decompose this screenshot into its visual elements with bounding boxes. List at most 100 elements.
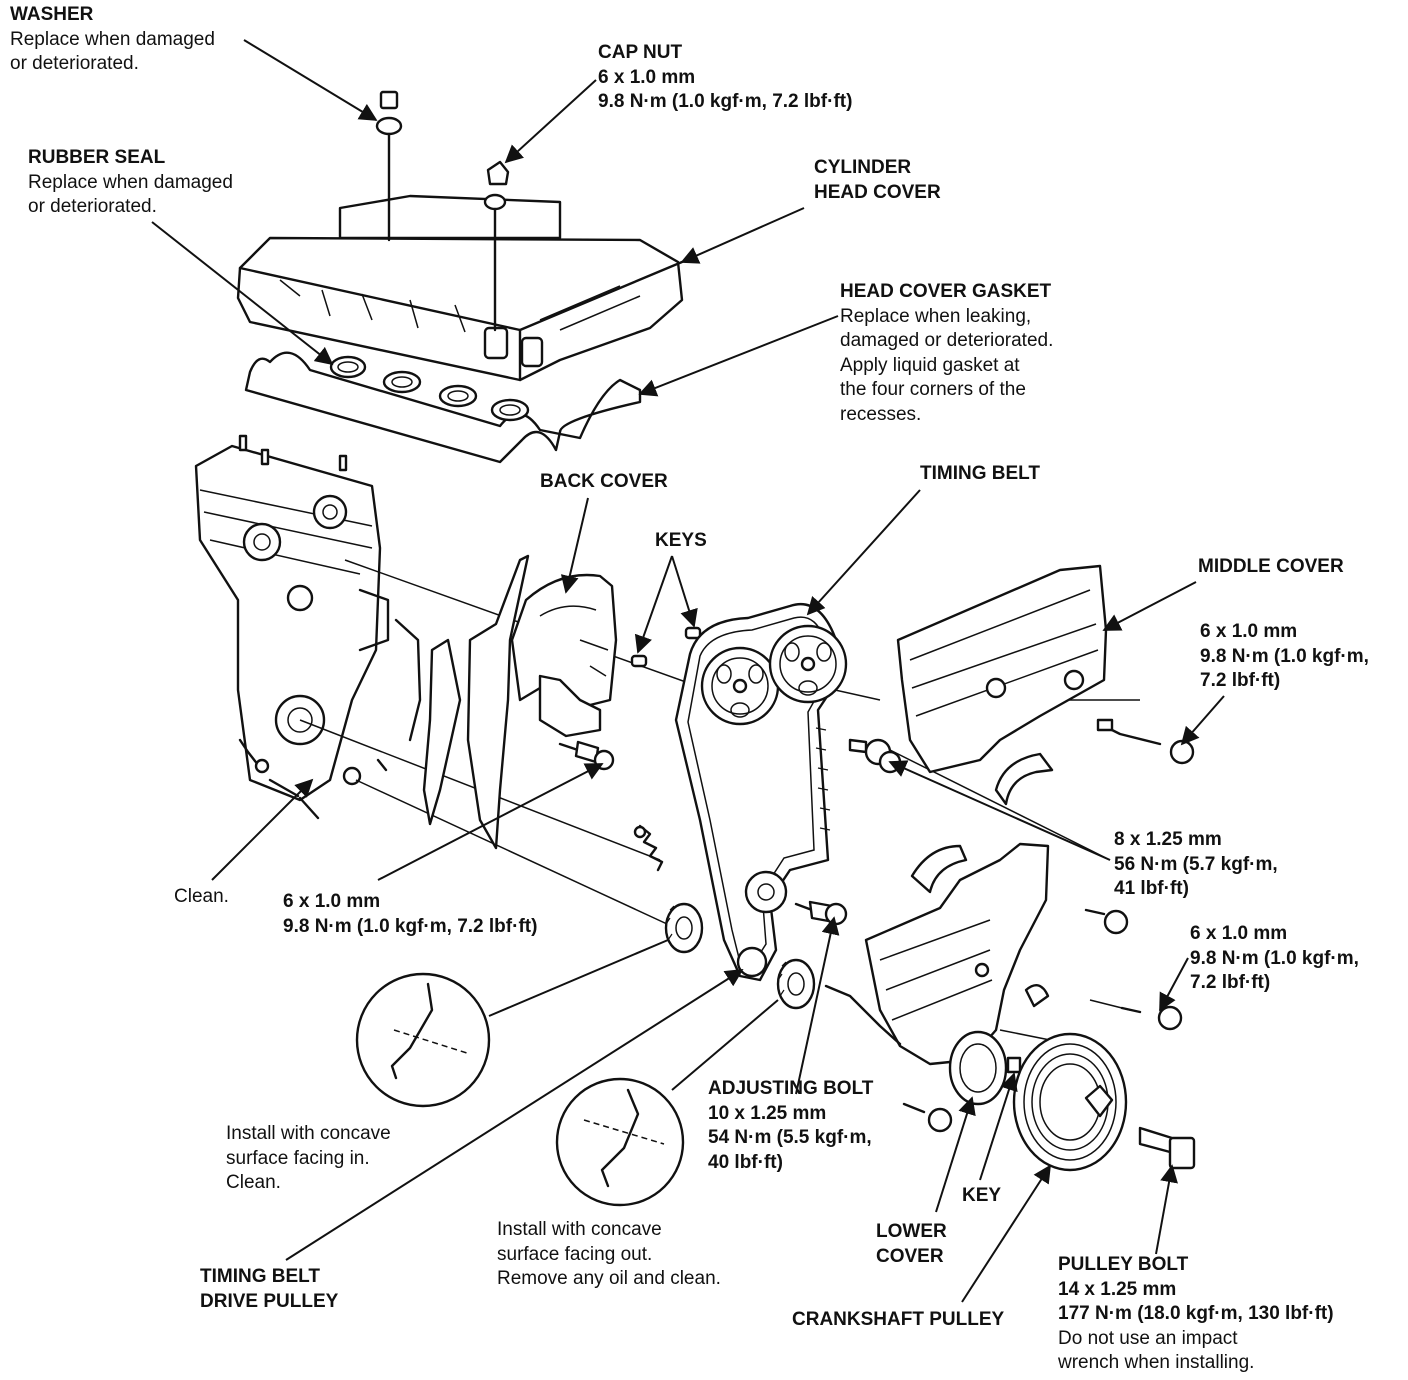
head-cover-gasket-label: HEAD COVER GASKET Replace when leaking, …: [840, 280, 1053, 427]
timing-belt-drive-pulley-title-1: TIMING BELT: [200, 1266, 320, 1287]
clean-text: Clean.: [174, 886, 229, 907]
cam-bolt-label: 8 x 1.25 mm 56 N·m (5.7 kgf·m, 41 lbf·ft…: [1114, 828, 1278, 902]
back-cover-bolt-size: 6 x 1.0 mm: [283, 891, 381, 912]
timing-belt-label: TIMING BELT: [920, 462, 1040, 487]
pulley-bolt-title: PULLEY BOLT: [1058, 1254, 1189, 1275]
washer-title: WASHER: [10, 4, 94, 25]
timing-belt-title: TIMING BELT: [920, 463, 1040, 484]
pulley-bolt-note-2: wrench when installing.: [1058, 1352, 1255, 1373]
washer-line-1: Replace when damaged: [10, 28, 215, 50]
pulley-bolt-size: 14 x 1.25 mm: [1058, 1278, 1177, 1300]
pulley-bolt-torque: 177 N·m (18.0 kgf·m, 130 lbf·ft): [1058, 1303, 1334, 1324]
timing-belt-drive-pulley-label: TIMING BELT DRIVE PULLEY: [200, 1265, 338, 1314]
rubber-seal-label: RUBBER SEAL Replace when damaged or dete…: [28, 146, 233, 220]
head-cover-gasket-line-3: Apply liquid gasket at: [840, 354, 1020, 376]
drive-pulley-part: [664, 902, 816, 1010]
leader-lines: [151, 39, 1225, 1303]
middle-cover-bolt-torque-1: 9.8 N·m (1.0 kgf·m,: [1200, 645, 1369, 667]
lower-right-bolt-label: 6 x 1.0 mm 9.8 N·m (1.0 kgf·m, 7.2 lbf·f…: [1190, 922, 1359, 996]
keys-part: [630, 626, 702, 668]
middle-cover-bolt-label: 6 x 1.0 mm 9.8 N·m (1.0 kgf·m, 7.2 lbf·f…: [1200, 620, 1369, 694]
rubber-seal-title: RUBBER SEAL: [28, 147, 166, 168]
concave-in-line-2: surface facing in.: [226, 1147, 370, 1169]
cylinder-head-cover-title-1: CYLINDER: [814, 157, 912, 178]
middle-cover-title: MIDDLE COVER: [1198, 556, 1344, 577]
concave-out-line-3: Remove any oil and clean.: [497, 1268, 721, 1289]
head-cover-gasket-line-4: the four corners of the: [840, 379, 1026, 400]
middle-cover-label: MIDDLE COVER: [1198, 555, 1344, 580]
back-cover-label: BACK COVER: [540, 470, 668, 495]
washer-part: [375, 90, 403, 242]
lower-cover-part: [824, 842, 1050, 1066]
crankshaft-pulley-title: CRANKSHAFT PULLEY: [792, 1309, 1005, 1330]
back-cover-bolt-torque: 9.8 N·m (1.0 kgf·m, 7.2 lbf·ft): [283, 915, 538, 937]
head-cover-gasket-line-2: damaged or deteriorated.: [840, 330, 1054, 351]
head-cover-gasket: [244, 351, 642, 464]
washer-label: WASHER Replace when damaged or deteriora…: [10, 3, 215, 77]
key-label: KEY: [962, 1184, 1001, 1209]
back-cover-bolt: [558, 740, 615, 771]
lower-cover-title-1: LOWER: [876, 1221, 947, 1242]
cap-nut-label: CAP NUT 6 x 1.0 mm 9.8 N·m (1.0 kgf·m, 7…: [598, 41, 852, 115]
middle-cover-bolt-size: 6 x 1.0 mm: [1200, 621, 1298, 642]
middle-cover-part: [896, 564, 1108, 806]
head-cover-gasket-title: HEAD COVER GASKET: [840, 281, 1052, 302]
concave-out-line-2: surface facing out.: [497, 1243, 653, 1265]
concave-out-line-1: Install with concave: [497, 1219, 662, 1240]
washer-line-2: or deteriorated.: [10, 53, 139, 74]
middle-cover-bolt: [1096, 718, 1195, 765]
cylinder-head-block: [194, 434, 390, 820]
back-cover-title: BACK COVER: [540, 471, 668, 492]
detail-circle-concave-out: [555, 999, 779, 1207]
middle-cover-bolt-torque-2: 7.2 lbf·ft): [1200, 670, 1281, 691]
crank-seal: [948, 1030, 1022, 1106]
crankshaft-pulley-part: [1012, 1032, 1196, 1172]
adjusting-bolt-title: ADJUSTING BOLT: [708, 1078, 874, 1099]
detail-circle-concave-in: [355, 939, 669, 1108]
cylinder-head-cover: [236, 194, 684, 382]
concave-in-note: Install with concave surface facing in. …: [226, 1122, 391, 1196]
cap-nut-size: 6 x 1.0 mm: [598, 66, 696, 88]
cam-bolt-torque-2: 41 lbf·ft): [1114, 878, 1189, 899]
back-cover-bolt-label: 6 x 1.0 mm 9.8 N·m (1.0 kgf·m, 7.2 lbf·f…: [283, 890, 537, 939]
lower-right-bolt-torque-2: 7.2 lbf·ft): [1190, 972, 1271, 993]
keys-label: KEYS: [655, 529, 707, 554]
adjusting-bolt-size: 10 x 1.25 mm: [708, 1102, 827, 1124]
concave-in-line-3: Clean.: [226, 1172, 281, 1193]
back-cover-part: [394, 554, 618, 850]
lower-right-bolt-size: 6 x 1.0 mm: [1190, 923, 1288, 944]
cylinder-head-cover-title-2: HEAD COVER: [814, 181, 941, 203]
crankshaft-pulley-label: CRANKSHAFT PULLEY: [792, 1308, 1004, 1333]
cam-bolt-part: [848, 738, 902, 774]
cap-nut-part: [483, 160, 510, 332]
head-cover-gasket-line-5: recesses.: [840, 403, 922, 425]
adjusting-bolt-label: ADJUSTING BOLT 10 x 1.25 mm 54 N·m (5.5 …: [708, 1077, 873, 1175]
adjusting-bolt-torque-1: 54 N·m (5.5 kgf·m,: [708, 1127, 872, 1148]
cap-nut-torque: 9.8 N·m (1.0 kgf·m, 7.2 lbf·ft): [598, 91, 853, 112]
rubber-seal-line-1: Replace when damaged: [28, 171, 233, 193]
keys-title: KEYS: [655, 530, 707, 551]
lower-cover-label: LOWER COVER: [876, 1220, 947, 1269]
adjusting-bolt-torque-2: 40 lbf·ft): [708, 1151, 783, 1173]
head-cover-gasket-line-1: Replace when leaking,: [840, 305, 1032, 327]
adjusting-bolt-part: [794, 900, 848, 926]
key-title: KEY: [962, 1185, 1002, 1206]
concave-in-line-1: Install with concave: [226, 1123, 391, 1144]
cam-bolt-size: 8 x 1.25 mm: [1114, 829, 1222, 850]
pulley-bolt-note-1: Do not use an impact: [1058, 1327, 1238, 1349]
cylinder-head-cover-label: CYLINDER HEAD COVER: [814, 156, 941, 205]
pulley-bolt-label: PULLEY BOLT 14 x 1.25 mm 177 N·m (18.0 k…: [1058, 1253, 1334, 1376]
lower-right-bolt-torque-1: 9.8 N·m (1.0 kgf·m,: [1190, 947, 1359, 969]
cam-bolt-torque-1: 56 N·m (5.7 kgf·m,: [1114, 853, 1278, 875]
lower-cover-title-2: COVER: [876, 1245, 944, 1267]
concave-out-note: Install with concave surface facing out.…: [497, 1218, 721, 1292]
timing-belt-drive-pulley-title-2: DRIVE PULLEY: [200, 1290, 339, 1312]
rubber-seal-line-2: or deteriorated.: [28, 196, 157, 217]
tensioner-spring: [633, 824, 664, 872]
lower-cover-bolts: [902, 908, 1183, 1133]
cap-nut-title: CAP NUT: [598, 42, 683, 63]
timing-belt-part: [674, 603, 848, 982]
clean-label: Clean.: [174, 885, 229, 910]
